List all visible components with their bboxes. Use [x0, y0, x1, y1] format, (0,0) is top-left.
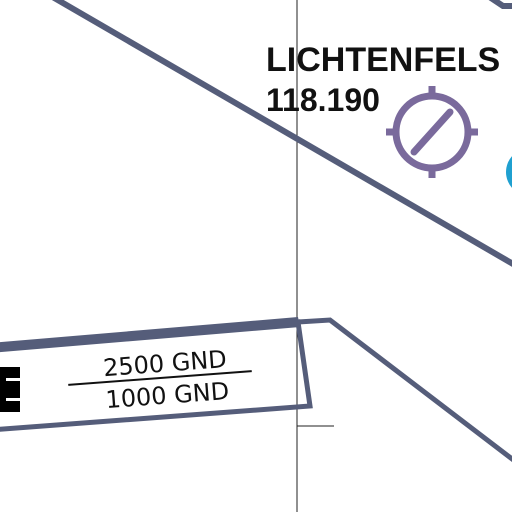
airspace-class-label-stripe	[6, 378, 20, 381]
airspace-class-label-box	[0, 367, 20, 412]
altitude-divider-line	[68, 370, 252, 386]
airspace-sector-thick-edge	[0, 317, 300, 353]
airspace-lower-limit: 1000 GND	[105, 377, 231, 414]
airspace-upper-limit: 2500 GND	[102, 345, 228, 382]
airspace-class-label-stripe	[6, 398, 20, 401]
airspace-boundary-corner	[488, 0, 512, 9]
airspace-boundary-diagonal	[51, 0, 512, 267]
airspace-boundary-lower	[297, 317, 512, 463]
airfield-no-runway-icon	[386, 86, 478, 178]
airport-name: LICHTENFELS	[266, 41, 500, 79]
cyan-navaid-icon	[506, 156, 512, 188]
airport-frequency: 118.190	[266, 82, 380, 118]
